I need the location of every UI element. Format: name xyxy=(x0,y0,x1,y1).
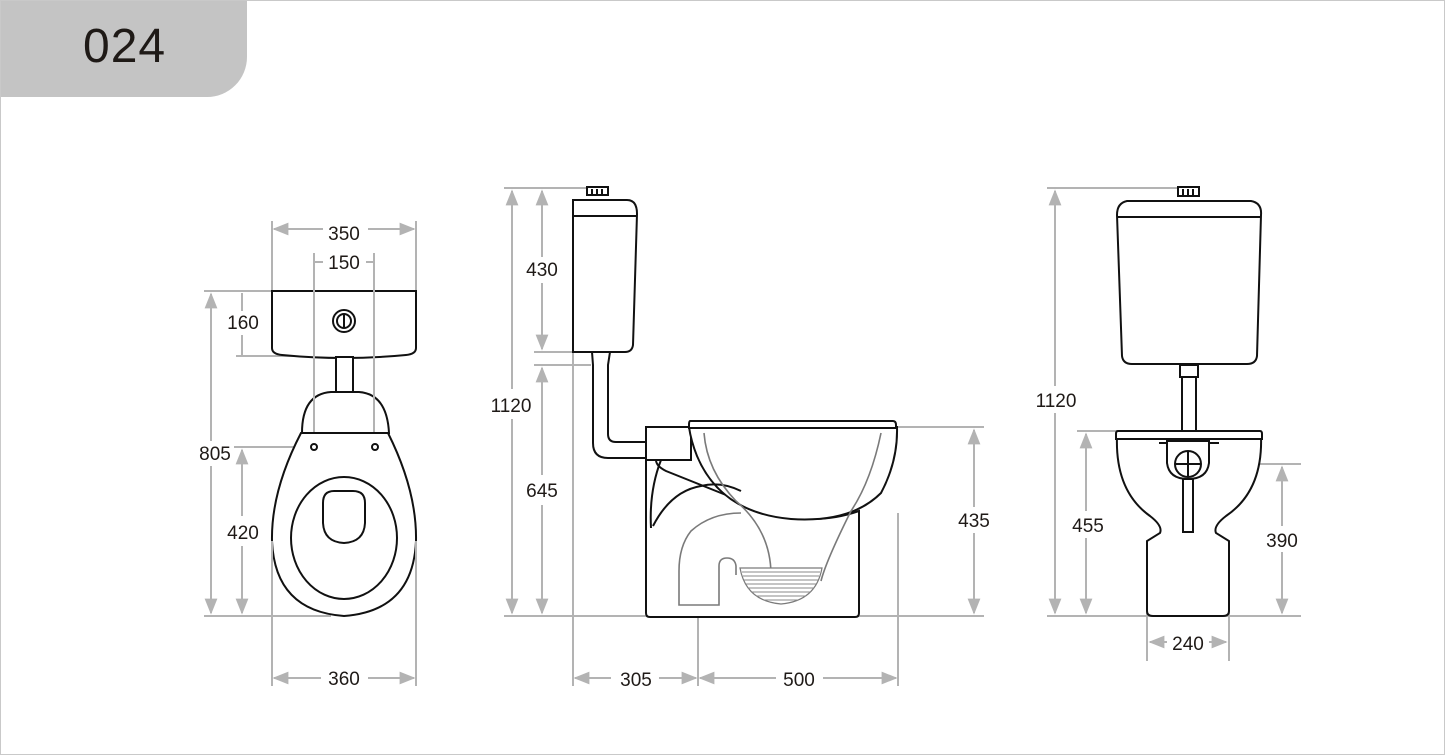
dim-bowl-width: 360 xyxy=(328,669,360,690)
dim-total-depth: 805 xyxy=(199,444,231,465)
top-view: 350 150 160 805 420 360 xyxy=(199,221,418,690)
dim-foot-width: 240 xyxy=(1172,634,1204,655)
dim-tank-bottom-height: 645 xyxy=(526,481,558,502)
product-code-tab: 024 xyxy=(1,1,247,97)
dim-inlet-height: 390 xyxy=(1266,531,1298,552)
front-view: 1120 455 390 240 xyxy=(1036,186,1301,661)
dim-side-total-height: 1120 xyxy=(491,396,532,417)
product-code: 024 xyxy=(83,20,167,73)
dim-side-bowl-height: 435 xyxy=(958,511,990,532)
dim-bolt-spacing: 150 xyxy=(328,253,360,274)
side-view: 430 1120 645 435 305 500 xyxy=(491,186,990,691)
dim-tank-width: 350 xyxy=(328,224,360,245)
dim-front-total-height: 1120 xyxy=(1036,391,1077,412)
dim-front-bowl-height: 455 xyxy=(1072,516,1104,537)
dim-tank-height: 430 xyxy=(526,260,558,281)
dim-wall-to-outlet: 305 xyxy=(620,670,652,691)
dim-bowl-length: 500 xyxy=(783,670,815,691)
dim-tank-depth: 160 xyxy=(227,313,259,334)
dim-seat-depth: 420 xyxy=(227,523,259,544)
